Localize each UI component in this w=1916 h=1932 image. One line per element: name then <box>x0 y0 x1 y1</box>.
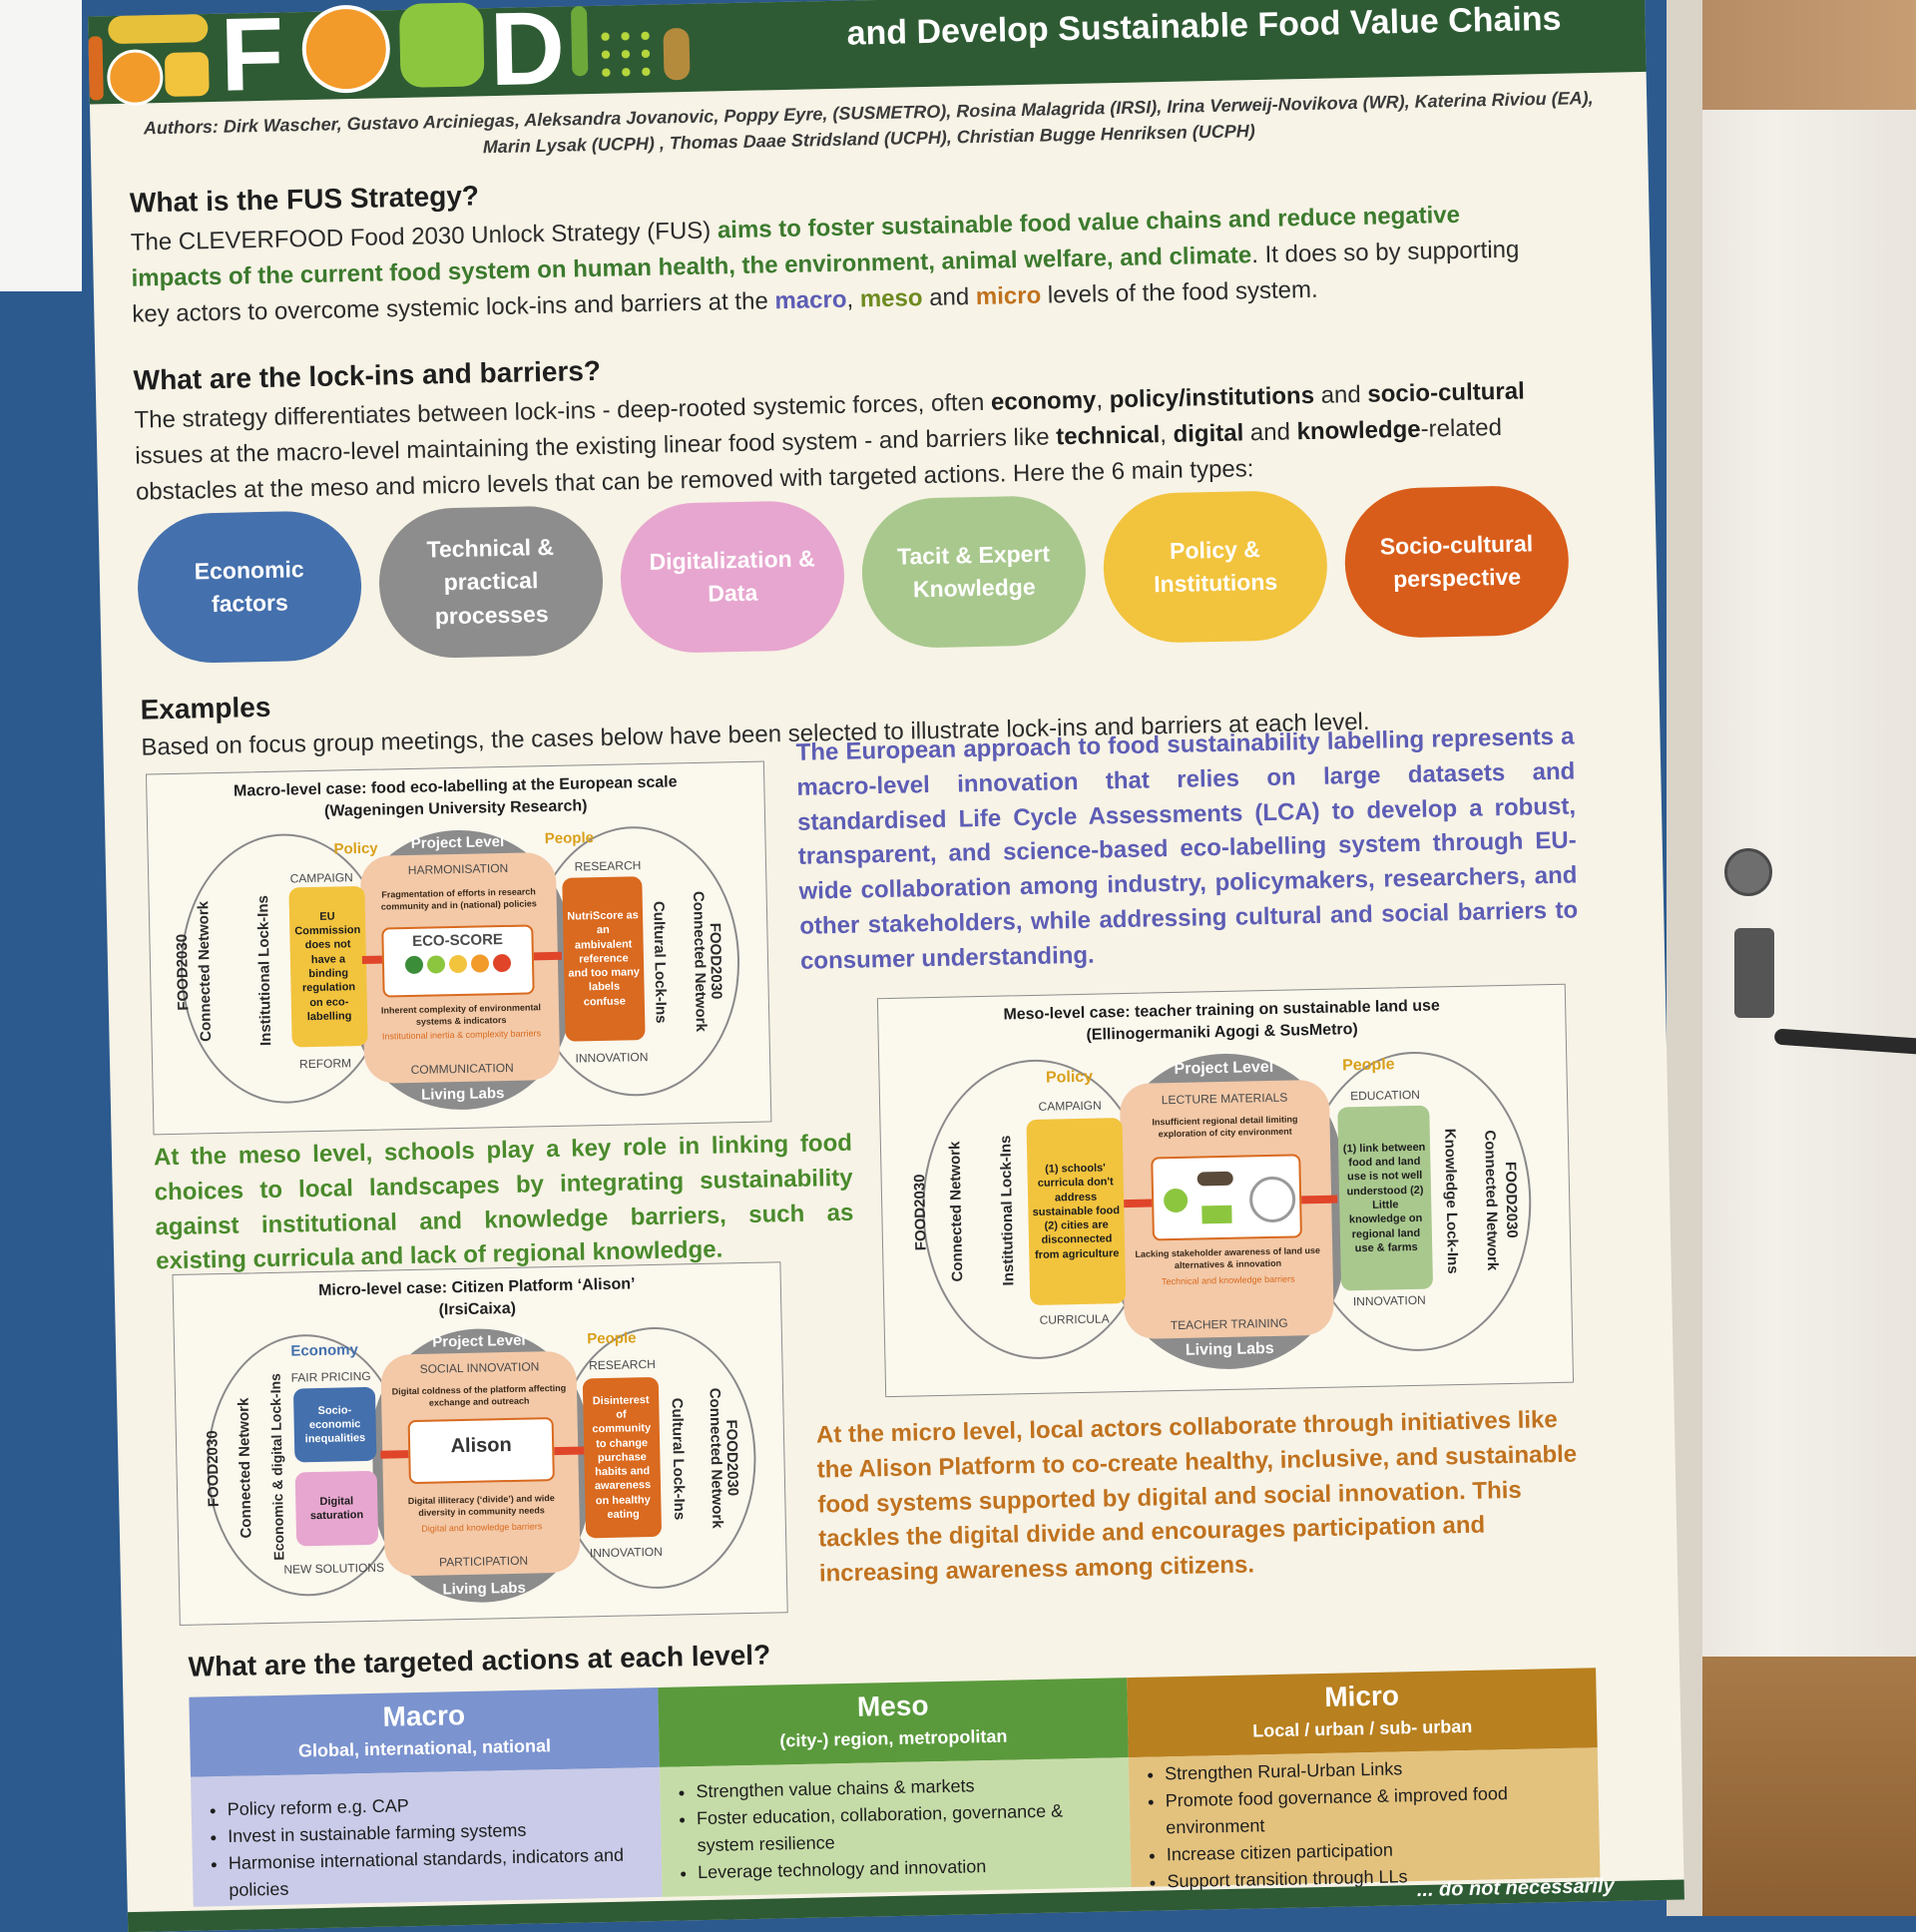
macro-case-diagram: Macro-level case: food eco-labelling at … <box>145 760 772 1136</box>
logo-letter-d: D <box>488 0 567 109</box>
macro-column-header: Macro Global, international, national <box>189 1687 660 1777</box>
actions-heading: What are the targeted actions at each le… <box>188 1639 771 1683</box>
poster-title: and Develop Sustainable Food Value Chain… <box>846 0 1562 53</box>
peas-icon <box>595 26 659 82</box>
pill-socio-cultural: Socio-cultural perspective <box>1343 484 1571 640</box>
meso-column-body: Strengthen value chains & markets Foster… <box>659 1757 1132 1897</box>
macro-description: The European approach to food sustainabi… <box>795 723 1579 975</box>
lockins-heading: What are the lock-ins and barriers? <box>133 354 602 396</box>
arrow-right-icon <box>1124 1199 1153 1208</box>
arrow-left-icon <box>533 951 562 961</box>
macro-project-label: Project Level <box>410 832 505 852</box>
lime-icon <box>398 2 485 88</box>
footer-text: ... do not necessarily <box>1416 1874 1615 1902</box>
meso-right-box: (1) link between food and land use is no… <box>1337 1105 1434 1291</box>
macro-living-labs: Living Labs <box>420 1085 505 1104</box>
meso-case-diagram: Meso-level case: teacher training on sus… <box>876 983 1575 1398</box>
micro-right-box: Disinterest of community to change purch… <box>582 1376 663 1539</box>
arrow-left-icon <box>554 1446 585 1456</box>
meso-left-box: (1) schools' curricula don't address sus… <box>1026 1118 1127 1306</box>
wall-background <box>1676 0 1916 1916</box>
cucumber-icon <box>570 6 589 77</box>
eco-score-label: ECO-SCORE <box>411 931 504 950</box>
pill-technical-processes: Technical & practical processes <box>377 504 605 660</box>
meso-column-header: Meso (city-) region, metropolitan <box>658 1678 1129 1767</box>
arrow-right-icon <box>361 955 383 964</box>
corn-icon <box>108 14 209 45</box>
macro-left-box: EU Commission does not have a binding re… <box>288 885 368 1048</box>
arrow-right-icon <box>380 1450 409 1459</box>
paper-sheet <box>0 0 82 291</box>
micro-left-box-1: Socio-economic inequalities <box>292 1386 377 1463</box>
barrier-types: Economic factors Technical & practical p… <box>136 484 1597 665</box>
macro-action-item: Harmonise international standards, indic… <box>229 1841 649 1904</box>
micro-column-body: Strengthen Rural-Urban Links Promote foo… <box>1128 1747 1601 1891</box>
logo-letter-f: F <box>219 0 285 114</box>
micro-living-labs: Living Labs <box>442 1579 526 1599</box>
door-knob <box>1724 848 1772 896</box>
orange-slice-icon <box>106 48 164 107</box>
poster: F D and Develop Sustainable Food Value C… <box>88 0 1684 1932</box>
micro-case-diagram: Micro-level case: Citizen Platform ‘Alis… <box>172 1261 788 1626</box>
meso-action-item: Foster education, collaboration, governa… <box>697 1796 1117 1859</box>
lemon-icon <box>164 52 210 97</box>
micro-left-box-2: Digital saturation <box>294 1470 379 1547</box>
micro-column-header: Micro Local / urban / sub- urban <box>1127 1668 1598 1758</box>
carrot-icon <box>88 36 104 101</box>
fus-paragraph: The CLEVERFOOD Food 2030 Unlock Strategy… <box>130 201 1520 328</box>
macro-right-box: NutriScore as an ambivalent reference an… <box>562 876 646 1042</box>
eco-score-leaves-icon <box>384 953 532 975</box>
examples-heading: Examples <box>140 691 271 725</box>
land-use-illustration-icon <box>1151 1154 1302 1241</box>
orange-icon <box>300 4 391 95</box>
meso-description: At the meso level, schools play a key ro… <box>153 1129 854 1275</box>
micro-action-item: Promote food governance & improved food … <box>1165 1779 1585 1842</box>
actions-table: Macro Global, international, national Po… <box>189 1668 1601 1907</box>
arrow-left-icon <box>1301 1195 1338 1205</box>
macro-policy-label: Policy <box>333 839 378 858</box>
pill-policy-institutions: Policy & Institutions <box>1102 489 1329 645</box>
micro-description: At the micro level, local actors collabo… <box>815 1406 1578 1588</box>
pill-digitalization-data: Digitalization & Data <box>619 499 846 655</box>
door-lever-base <box>1734 928 1774 1018</box>
macro-people-label: People <box>544 829 595 848</box>
wall-top <box>1676 0 1916 110</box>
alison-logo: Alison <box>407 1417 555 1485</box>
potato-icon <box>663 27 691 81</box>
floor <box>1676 1657 1916 1916</box>
macro-column-body: Policy reform e.g. CAP Invest in sustain… <box>191 1766 663 1907</box>
meso-living-labs: Living Labs <box>1185 1339 1274 1359</box>
pill-economic-factors: Economic factors <box>136 509 363 665</box>
fus-heading: What is the FUS Strategy? <box>129 180 480 219</box>
pill-tacit-knowledge: Tacit & Expert Knowledge <box>860 494 1088 650</box>
eco-score-badge: ECO-SCORE <box>381 924 535 998</box>
